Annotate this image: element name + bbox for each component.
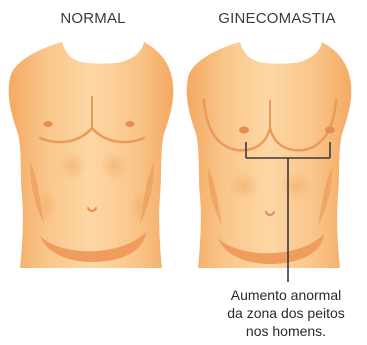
normal-abs-right-upper: [100, 152, 128, 180]
normal-torso-body: [9, 42, 174, 268]
gynecomastia-torso: [187, 42, 352, 268]
gyno-abs-right: [280, 172, 312, 200]
normal-nipple-right: [126, 121, 135, 127]
caption-line-3: nos homens.: [206, 322, 366, 340]
caption-line-1: Aumento anormal: [206, 286, 366, 304]
normal-nipple-left: [44, 121, 53, 127]
gyno-abs-left: [228, 172, 260, 200]
gyno-torso-body: [187, 42, 352, 268]
normal-abs-left-upper: [58, 152, 86, 180]
panel-title-gynecomastia: GINECOMASTIA: [196, 10, 358, 27]
caption-line-2: da zona dos peitos: [206, 304, 366, 322]
gyno-nipple-right: [325, 127, 335, 134]
normal-torso: [9, 42, 174, 268]
gyno-nipple-left: [239, 127, 249, 134]
panel-title-normal: NORMAL: [20, 10, 166, 27]
annotation-caption: Aumento anormal da zona dos peitos nos h…: [206, 286, 366, 340]
